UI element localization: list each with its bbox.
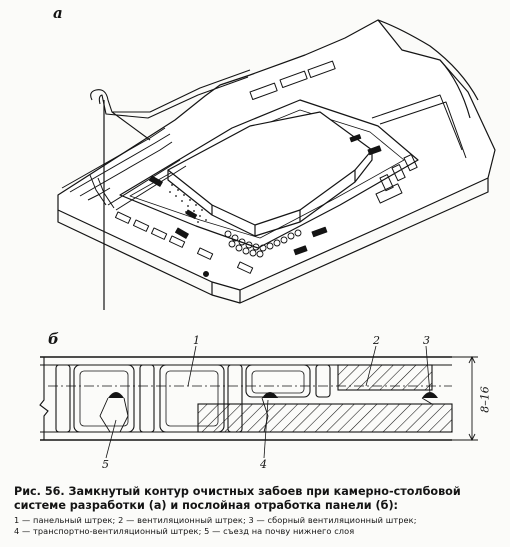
break-mark	[39, 357, 49, 440]
mining-machines	[149, 134, 382, 277]
panel-drift-left	[61, 127, 187, 211]
dimension-line	[452, 355, 478, 442]
caption-main: Рис. 56. Замкнутый контур очистных забое…	[14, 485, 461, 512]
figure-caption: Рис. 56. Замкнутый контур очистных забое…	[14, 485, 502, 537]
stope-boundary	[119, 99, 419, 249]
callout-4: 4	[260, 458, 267, 471]
pillars	[55, 364, 331, 433]
dimension-label: 8–16	[478, 386, 492, 413]
isometric-mine-drawing	[57, 19, 496, 310]
rubble-pile	[224, 229, 302, 258]
ramp-wedges	[108, 392, 438, 398]
callout-leaders	[105, 345, 431, 459]
coal-face-stipple	[169, 184, 207, 223]
hatched-lower-right	[197, 403, 453, 433]
callout-1: 1	[193, 334, 200, 347]
hatched-upper-right	[337, 364, 433, 391]
caption-legend-line-2: 4 — транспортно-вентиляционный штрек; 5 …	[14, 526, 355, 536]
figure-label-a: а	[53, 4, 63, 22]
ventilation-drift-top	[90, 69, 251, 141]
slab-front-edge	[57, 178, 489, 304]
callout-5: 5	[102, 458, 109, 471]
right-drifts	[249, 60, 467, 204]
callout-3: 3	[423, 334, 430, 347]
section-drawing	[39, 345, 478, 459]
callout-2: 2	[373, 334, 380, 347]
caption-legend-line-1: 1 — панельный штрек; 2 — вентиляционный …	[14, 515, 417, 525]
front-drift-segments	[114, 211, 254, 274]
figure-label-b: б	[48, 330, 59, 348]
